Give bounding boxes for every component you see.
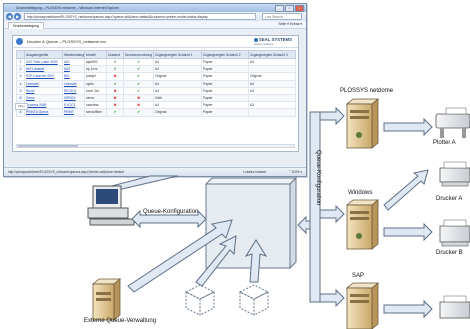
server-label-netdome: PLOSSYS netdome: [340, 88, 394, 94]
close-button[interactable]: ×: [295, 5, 304, 12]
bus-to-netdome-arrow: [319, 106, 345, 126]
tab-druckerbelegung[interactable]: Druckerbelegung: [8, 22, 44, 29]
logo-subtitle: plossys netdome: [253, 43, 274, 46]
windows-to-printer-a-arrow: [383, 169, 429, 211]
back-button[interactable]: ◀: [6, 13, 13, 20]
scrollbar-thumb[interactable]: [18, 145, 78, 147]
logo-mark-icon: [253, 37, 258, 42]
queue-panel: Drucker & Queue – PLOSSYS_netdome.xxx SE…: [12, 35, 299, 152]
address-bar: ◀ ▶ http://plossysnetdome/PLOSSYS_netdom…: [4, 12, 306, 21]
cubes-left-arrow: [195, 235, 237, 287]
printer-label-drucker-a: Drucker A: [436, 196, 463, 202]
tab-bar: Druckerbelegung Seite ▾ Extras ▾: [4, 21, 306, 29]
sap-to-printer-arrow: [383, 299, 433, 319]
toolbar-menus[interactable]: Seite ▾ Extras ▾: [278, 22, 302, 26]
server-label-windows: Windows: [348, 190, 373, 196]
client-computer-icon: [87, 185, 135, 226]
url-input[interactable]: http://plossysnetdome/PLOSSYS_netdome/qu…: [24, 13, 256, 20]
printer-label-plotter-a: Plotter A: [433, 140, 456, 146]
external-admin-arrow: [127, 219, 233, 293]
panel-title: Drucker & Queue – PLOSSYS_netdome.xxx: [27, 39, 106, 44]
maximize-button[interactable]: □: [285, 5, 294, 12]
zoom-control[interactable]: ° 100% ▾: [289, 170, 302, 174]
cubes-right-arrow: [244, 239, 268, 283]
plotter-icon: [435, 107, 470, 138]
external-admin-computer-icon: [91, 278, 122, 321]
queue-cube-left-icon: [184, 284, 216, 316]
windows-to-printer-b-arrow: [383, 222, 433, 242]
printer-a-icon: [439, 161, 470, 187]
queue-cube-right-icon: [238, 284, 270, 316]
table-cell-t3: [248, 108, 296, 117]
queue-config-vertical-label: Queue-Konfiguration: [315, 150, 321, 206]
logo-name: SEAL SYSTEMS: [258, 37, 292, 42]
browser-window: Druckerbelegung – PLOSSYS netdome – Wind…: [3, 3, 307, 177]
page-content: Drucker & Queue – PLOSSYS_netdome.xxx SE…: [4, 29, 306, 168]
filter-button[interactable]: Filter: [15, 103, 28, 110]
queue-table: Ausgabegeräte Warteschlange Modell Zusta…: [16, 50, 296, 117]
printer-globe-icon: [16, 38, 23, 45]
status-bar: http://plossysnetdome/PLOSSYS_netdome/qu…: [4, 167, 306, 176]
search-input[interactable]: Live Search: [262, 13, 302, 20]
server-netdome-icon: [345, 98, 380, 149]
external-admin-label: Externe Queue-Verwaltung: [84, 318, 157, 324]
forward-button[interactable]: ▶: [14, 13, 21, 20]
panel-header: Drucker & Queue – PLOSSYS_netdome.xxx SE…: [13, 36, 298, 48]
window-controls: _ □ ×: [275, 5, 304, 12]
queue-config-label: Queue-Konfiguration: [143, 209, 199, 215]
horizontal-scrollbar[interactable]: [16, 144, 295, 148]
bus-to-sap-arrow: [319, 288, 345, 308]
printer-sap-icon: [439, 295, 470, 319]
printer-b-icon: [439, 219, 470, 247]
window-title: Druckerbelegung – PLOSSYS netdome – Wind…: [16, 6, 120, 10]
minimize-button[interactable]: _: [275, 5, 284, 12]
vendor-logo: SEAL SYSTEMS plossys netdome: [253, 37, 292, 47]
security-zone: Lokales Intranet: [243, 170, 266, 174]
bus-to-windows-arrow: [319, 204, 345, 224]
window-titlebar: Druckerbelegung – PLOSSYS netdome – Wind…: [4, 4, 306, 12]
server-label-sap: SAP: [352, 273, 365, 279]
netdome-to-plotter-arrow: [383, 117, 433, 137]
distribution-bus: [309, 111, 321, 303]
server-windows-icon: [345, 199, 380, 250]
server-sap-icon: [345, 282, 380, 329]
status-url: http://plossysnetdome/PLOSSYS_netdome/qu…: [8, 170, 124, 174]
printer-label-drucker-b: Drucker B: [436, 250, 463, 256]
